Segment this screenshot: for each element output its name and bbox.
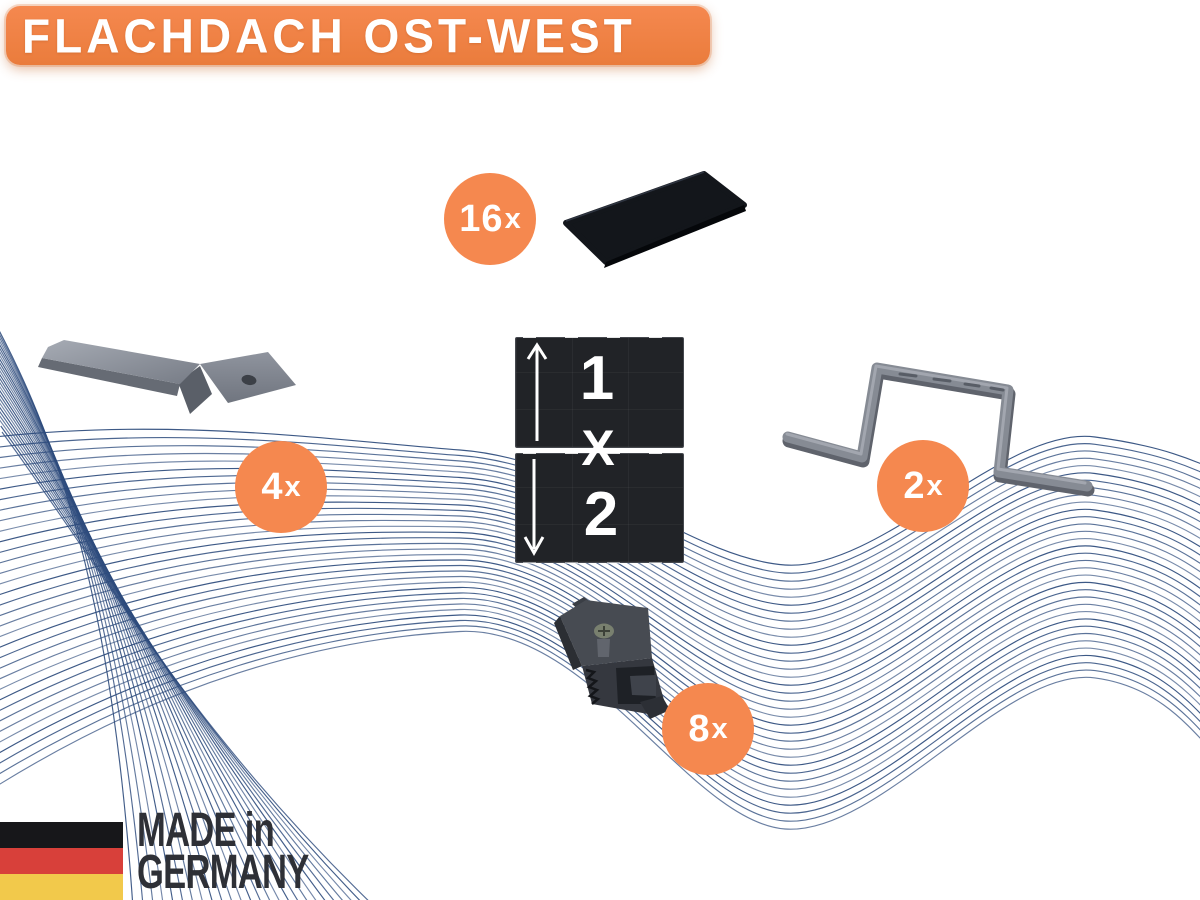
dimension-arrows-icon	[523, 342, 548, 557]
roof-hook-image	[38, 340, 296, 414]
panel-frame-highlight	[523, 452, 676, 454]
solar-panel-top	[515, 337, 684, 448]
mounting-bracket-image	[782, 362, 1095, 497]
german-flag-icon	[0, 822, 123, 900]
panel-count-separator: X	[581, 420, 615, 476]
solar-panel-bottom	[515, 453, 684, 563]
clamp-image	[554, 597, 670, 719]
rubber-pad-image	[563, 171, 747, 268]
panel-count-columns: 2	[583, 480, 619, 549]
title-banner: FLACHDACH OST-WEST	[6, 6, 710, 65]
page-title: FLACHDACH OST-WEST	[22, 8, 636, 63]
panel-frame-highlight	[523, 336, 676, 338]
panel-stack: 1 X 2	[515, 336, 684, 564]
panel-frame-highlight	[523, 562, 676, 564]
panel-count-rows: 1	[579, 344, 615, 413]
made-in-text: MADE in GERMANY	[137, 804, 309, 899]
